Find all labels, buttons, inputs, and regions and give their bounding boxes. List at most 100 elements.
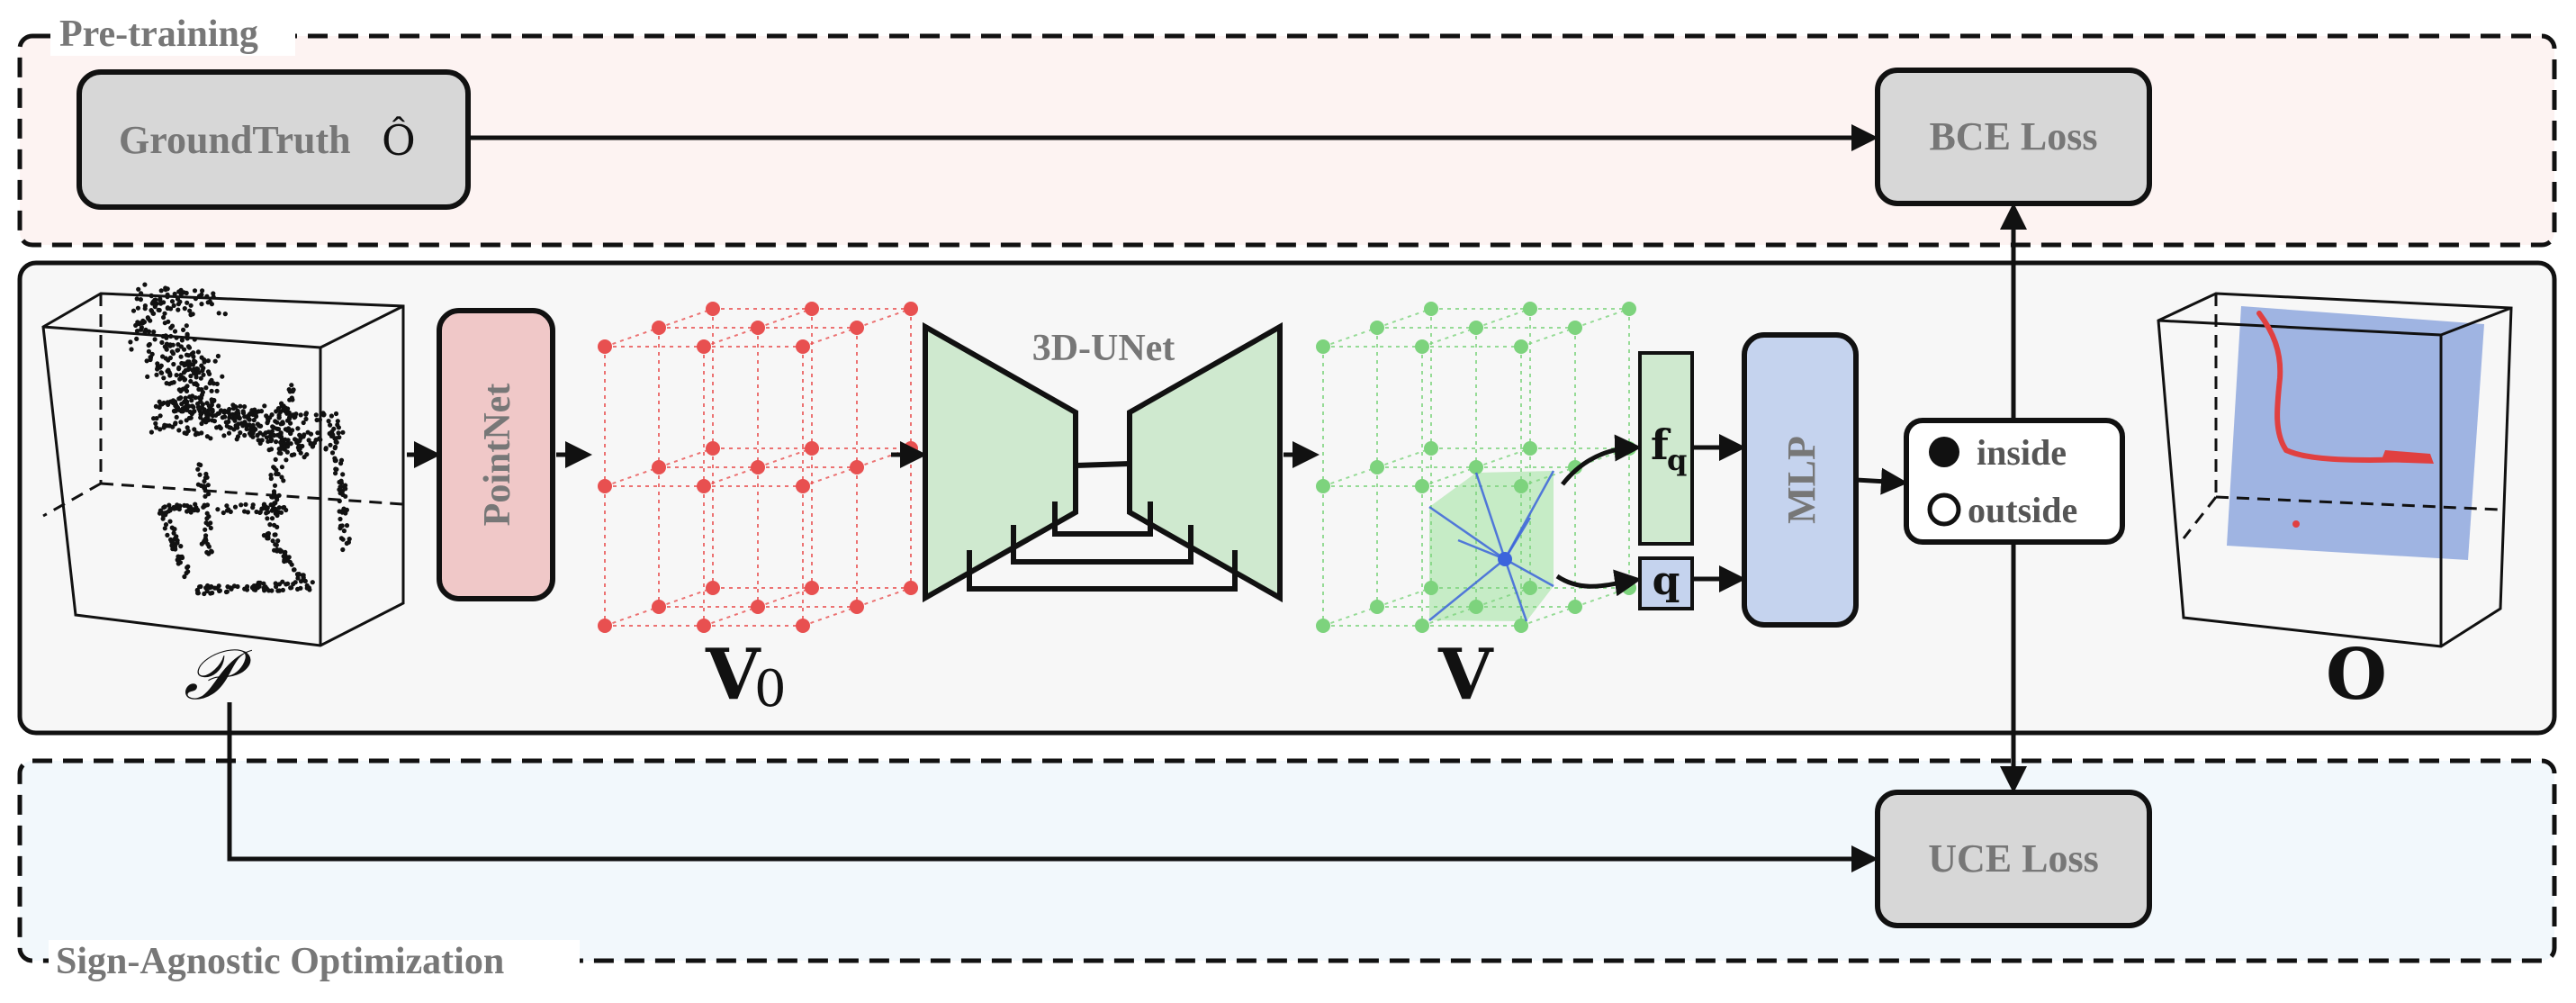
bce-loss-box: BCE Loss: [1875, 68, 2152, 206]
point-cloud: [128, 282, 352, 597]
output-surface-stroke: [2256, 311, 2424, 463]
v0-grid-node: [598, 619, 612, 633]
feature-grid-v: [1316, 302, 1636, 633]
v0-letter: V: [705, 634, 761, 716]
feature-grid-v0: [598, 302, 918, 633]
v-grid-node: [1523, 302, 1537, 316]
main-pipeline-panel: [17, 260, 2557, 736]
v-grid-node: [1514, 339, 1528, 354]
v0-grid-node: [796, 479, 810, 493]
bce-loss-label: BCE Loss: [1929, 114, 2097, 158]
v0-symbol: V 0: [705, 634, 787, 718]
arrow-cloud-to-uce: [227, 702, 1878, 872]
v-grid-node: [1469, 321, 1483, 335]
output-surface-dot: [2292, 520, 2300, 528]
v0-grid-node: [805, 441, 819, 456]
outside-label: outside: [1968, 490, 2077, 530]
v-grid-node: [1469, 600, 1483, 614]
v0-grid-node: [751, 460, 765, 474]
v-grid-node: [1370, 321, 1384, 335]
v0-grid-node: [652, 600, 666, 614]
pointnet-label: PointNet: [477, 384, 518, 527]
output-surface-tail: [2381, 450, 2434, 464]
inside-marker: [1929, 437, 1959, 467]
occupancy-legend: inside outside: [1904, 418, 2125, 545]
pretraining-label: Pre-training: [59, 14, 258, 55]
uce-loss-label: UCE Loss: [1928, 836, 2099, 881]
v-grid-node: [1568, 460, 1582, 474]
v0-grid-node: [796, 619, 810, 633]
v0-grid-node: [805, 581, 819, 595]
v0-grid-node: [697, 619, 711, 633]
unet-decoder: [1127, 321, 1283, 603]
v0-grid-node: [697, 479, 711, 493]
fq-letter: f: [1651, 420, 1671, 469]
v-grid-node: [1415, 619, 1429, 633]
v-grid-node: [1370, 600, 1384, 614]
query-interpolation: [1428, 470, 1555, 622]
v0-grid-node: [598, 339, 612, 354]
v0-grid-node: [904, 302, 918, 316]
v-symbol: V: [1437, 634, 1494, 716]
v-grid-node: [1424, 302, 1438, 316]
v0-grid-node: [904, 581, 918, 595]
v-grid-node: [1514, 619, 1528, 633]
v-grid-node: [1316, 339, 1330, 354]
v-grid-node: [1424, 441, 1438, 456]
v-grid-node: [1469, 460, 1483, 474]
v-grid-node: [1568, 321, 1582, 335]
v-grid-node: [1415, 339, 1429, 354]
v-grid-node: [1316, 619, 1330, 633]
v0-grid-node: [706, 441, 720, 456]
unet-encoder: [923, 321, 1078, 603]
fq-subscript: q: [1667, 443, 1687, 477]
arrow-mlp-to-legend: [1855, 467, 1908, 495]
query-q-box: q: [1638, 556, 1694, 610]
v-grid-node: [1523, 441, 1537, 456]
unet-block: 3D-UNet: [923, 321, 1283, 603]
v0-subscript: 0: [754, 660, 787, 718]
v0-grid-node: [850, 600, 864, 614]
q-label: q: [1653, 558, 1680, 604]
v0-grid-node: [598, 479, 612, 493]
point-cloud-cube: [41, 292, 405, 647]
uce-loss-box: UCE Loss: [1875, 790, 2152, 928]
pointnet-box: PointNet: [437, 308, 555, 601]
v-grid-node: [1370, 460, 1384, 474]
v-grid-node: [1424, 581, 1438, 595]
v0-grid-node: [751, 600, 765, 614]
v0-grid-node: [805, 302, 819, 316]
flow-arrows: [227, 124, 2027, 872]
output-plane: [2227, 306, 2484, 560]
ground-truth-symbol: Ô: [382, 115, 416, 165]
ground-truth-box: GroundTruth Ô: [77, 69, 471, 210]
optimization-label: Sign-Agnostic Optimization: [56, 941, 504, 982]
arrow-v-to-fq: [1561, 434, 1642, 486]
v-grid-node: [1622, 302, 1636, 316]
v0-grid-node: [751, 321, 765, 335]
v-grid-node: [1415, 479, 1429, 493]
inside-label: inside: [1977, 432, 2067, 473]
unet-label: 3D-UNet: [1032, 328, 1175, 369]
v-grid-node: [1316, 479, 1330, 493]
v0-grid-node: [850, 460, 864, 474]
v0-grid-node: [652, 460, 666, 474]
v0-grid-node: [652, 321, 666, 335]
arrow-point-to-q: [1555, 569, 1642, 597]
output-symbol: O: [2326, 634, 2387, 716]
ground-truth-label: GroundTruth: [119, 118, 351, 162]
v0-grid-node: [706, 581, 720, 595]
mlp-box: MLP: [1742, 332, 1859, 628]
mlp-label: MLP: [1779, 436, 1824, 524]
outside-marker: [1927, 492, 1961, 527]
v-grid-node: [1523, 581, 1537, 595]
query-point: [1498, 552, 1512, 566]
output-cube: [2157, 292, 2513, 648]
v0-grid-node: [697, 339, 711, 354]
feature-fq-box: f q: [1638, 351, 1694, 546]
v0-grid-node: [796, 339, 810, 354]
v-grid-node: [1514, 479, 1528, 493]
v0-grid-node: [850, 321, 864, 335]
query-cell-highlight: [1429, 471, 1554, 621]
